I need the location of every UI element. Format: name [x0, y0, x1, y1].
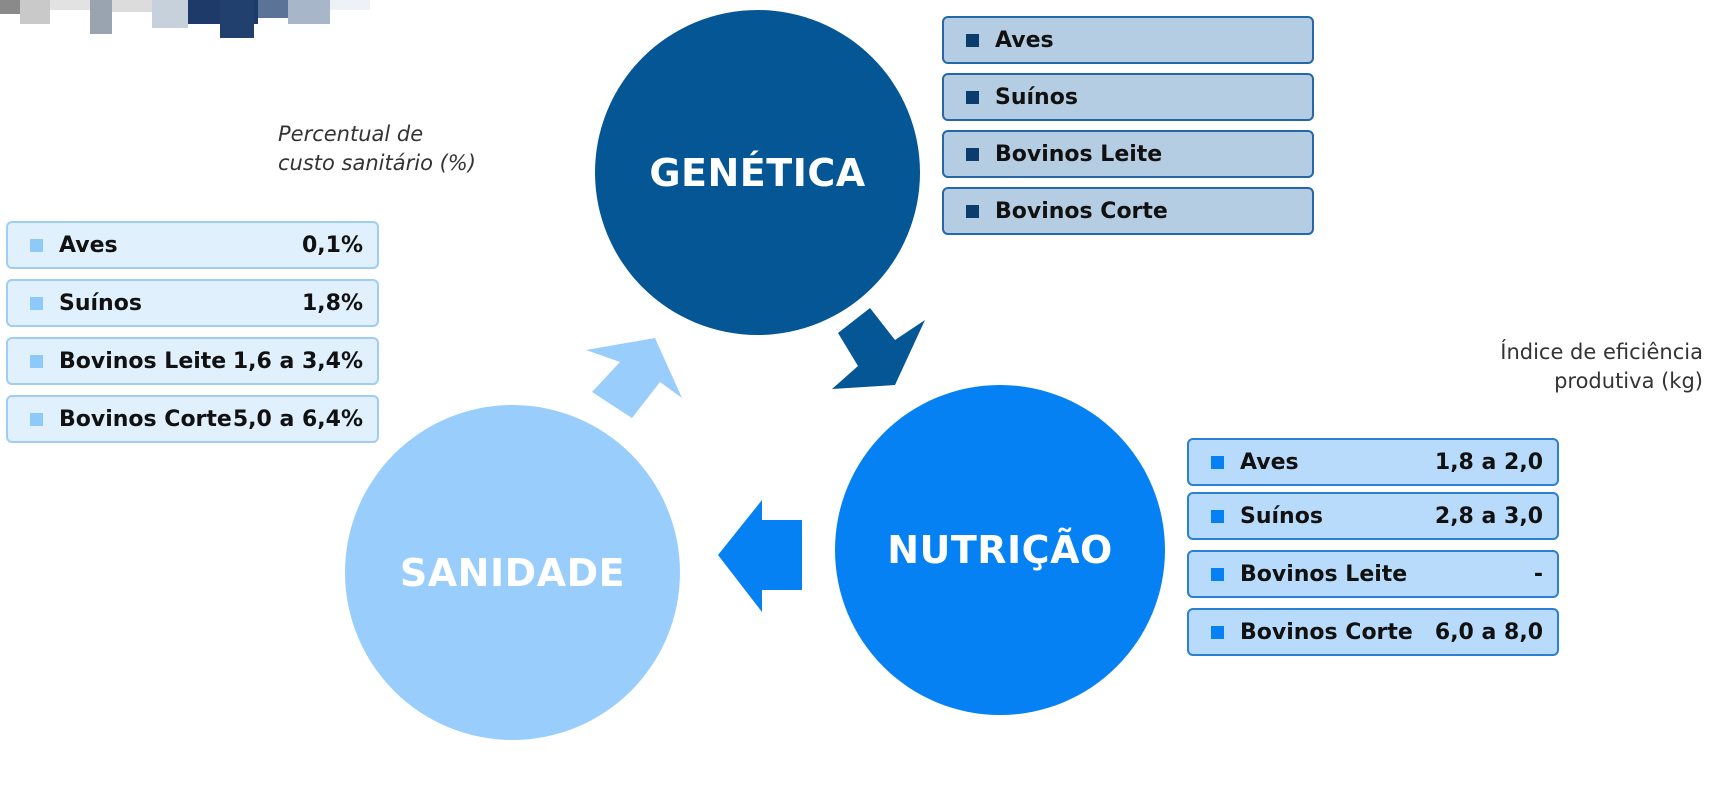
genetica-item-label: Bovinos Corte	[995, 198, 1168, 224]
nutricao-item: Bovinos Leite -	[1187, 550, 1559, 598]
arrow-sanidade-to-genetica-icon	[586, 338, 682, 418]
nutricao-item-value: 2,8 a 3,0	[1434, 503, 1543, 529]
genetica-item-label: Suínos	[995, 84, 1078, 110]
nutricao-item-value: 6,0 a 8,0	[1434, 619, 1543, 645]
bullet-square-icon	[966, 33, 979, 47]
genetica-item-label: Bovinos Leite	[995, 141, 1163, 167]
genetica-item: Bovinos Leite	[942, 130, 1314, 178]
bullet-square-icon	[30, 354, 43, 368]
genetica-item: Suínos	[942, 73, 1314, 121]
bullet-square-icon	[30, 296, 43, 310]
bullet-square-icon	[966, 147, 979, 161]
nutricao-item-label: Bovinos Leite	[1240, 561, 1408, 587]
nutricao-item: Aves 1,8 a 2,0	[1187, 438, 1559, 486]
bullet-square-icon	[1211, 455, 1224, 469]
sanidade-item: Aves 0,1%	[6, 221, 379, 269]
sanidade-item-value: 5,0 a 6,4%	[232, 406, 363, 432]
sanidade-item: Bovinos Leite 1,6 a 3,4%	[6, 337, 379, 385]
sanidade-item-value: 1,8%	[301, 290, 363, 316]
bullet-square-icon	[1211, 625, 1224, 639]
bullet-square-icon	[966, 204, 979, 218]
genetica-item-label: Aves	[995, 27, 1054, 53]
nutricao-caption: Índice de eficiência produtiva (kg)	[1500, 340, 1703, 393]
sanidade-circle: SANIDADE	[345, 405, 680, 740]
sanidade-item-value: 0,1%	[301, 232, 363, 258]
sanidade-item-label: Bovinos Corte	[59, 406, 232, 432]
nutricao-item-label: Suínos	[1240, 503, 1323, 529]
sanidade-item: Bovinos Corte 5,0 a 6,4%	[6, 395, 379, 443]
bullet-square-icon	[30, 238, 43, 252]
arrow-genetica-to-nutricao-icon	[832, 308, 925, 389]
nutricao-item: Bovinos Corte 6,0 a 8,0	[1187, 608, 1559, 656]
arrow-nutricao-to-sanidade-icon	[718, 500, 802, 612]
sanidade-item-label: Suínos	[59, 290, 142, 316]
bullet-square-icon	[966, 90, 979, 104]
genetica-item: Bovinos Corte	[942, 187, 1314, 235]
bullet-square-icon	[30, 412, 43, 426]
bullet-square-icon	[1211, 509, 1224, 523]
genetica-item: Aves	[942, 16, 1314, 64]
nutricao-item: Suínos 2,8 a 3,0	[1187, 492, 1559, 540]
genetica-circle: GENÉTICA	[595, 10, 920, 335]
sanidade-label: SANIDADE	[399, 550, 626, 595]
nutricao-circle: NUTRIÇÃO	[835, 385, 1165, 715]
bullet-square-icon	[1211, 567, 1224, 581]
genetica-label: GENÉTICA	[649, 150, 866, 195]
sanidade-item-value: 1,6 a 3,4%	[232, 348, 363, 374]
nutricao-item-label: Bovinos Corte	[1240, 619, 1413, 645]
sanidade-item-label: Bovinos Leite	[59, 348, 227, 374]
nutricao-item-value: 1,8 a 2,0	[1434, 449, 1543, 475]
nutricao-item-label: Aves	[1240, 449, 1299, 475]
nutricao-label: NUTRIÇÃO	[887, 528, 1113, 572]
sanidade-item: Suínos 1,8%	[6, 279, 379, 327]
nutricao-item-value: -	[1533, 561, 1543, 587]
decorative-image	[0, 0, 370, 38]
sanidade-item-label: Aves	[59, 232, 118, 258]
sanidade-caption: Percentual de custo sanitário (%)	[278, 122, 476, 175]
